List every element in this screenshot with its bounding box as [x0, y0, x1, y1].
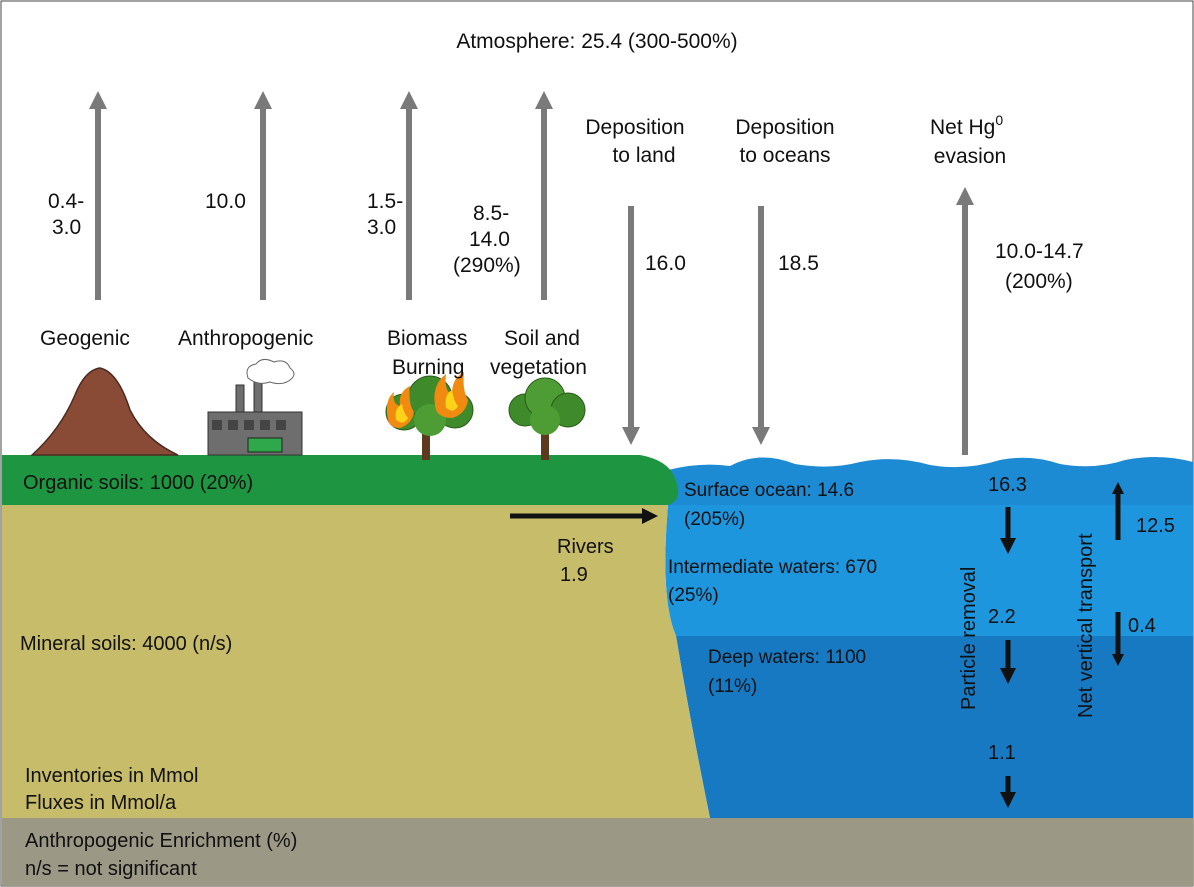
intermediate-label-2: (25%): [668, 585, 719, 606]
geogenic-flux-2: 3.0: [52, 216, 81, 239]
rivers-flux: 1.9: [560, 564, 588, 586]
deposition-land-flux: 16.0: [645, 252, 686, 275]
particle-flux-1: 16.3: [988, 474, 1027, 496]
black-arrows: [510, 481, 1125, 809]
soilveg-label-1: Soil and: [504, 327, 580, 350]
tree-icon: [508, 377, 586, 460]
evasion-flux-1: 10.0-14.7: [995, 240, 1084, 263]
atmosphere-label: Atmosphere: 25.4 (300-500%): [456, 30, 737, 53]
land: [2, 455, 1193, 886]
geogenic-flux-1: 0.4-: [48, 190, 84, 213]
mineral-soil-layer: [2, 505, 710, 818]
deposition-ocean-label-1: Deposition: [735, 116, 834, 139]
vertical-flux-1: 12.5: [1136, 515, 1175, 537]
legend-line-1: Inventories in Mmol: [25, 765, 198, 787]
emission-arrows: [89, 91, 974, 455]
biomass-flux-1: 1.5-: [367, 190, 403, 213]
biomass-label-1: Biomass: [387, 327, 468, 350]
biomass-label-2: Burning: [392, 356, 464, 379]
surface-ocean-label-2: (205%): [684, 509, 745, 530]
organic-soils-label: Organic soils: 1000 (20%): [23, 472, 253, 494]
organic-soil-layer: [2, 455, 679, 505]
mineral-soils-label: Mineral soils: 4000 (n/s): [20, 633, 232, 655]
soilveg-flux-1: 8.5-: [473, 202, 509, 225]
particle-removal-label: Particle removal: [958, 567, 980, 710]
evasion-flux-2: (200%): [1005, 270, 1073, 293]
deep-ocean-layer: [676, 636, 1193, 818]
ocean: [665, 456, 1193, 818]
soilveg-flux-2: 14.0: [469, 228, 510, 251]
evasion-label-1: Net Hg0: [930, 112, 1003, 139]
factory-icon: [207, 358, 303, 456]
burning-tree-icon: [385, 372, 474, 460]
legend-line-2: Fluxes in Mmol/a: [25, 792, 177, 814]
surface-ocean-layer: [668, 456, 1193, 505]
net-vertical-transport-label: Net vertical transport: [1075, 533, 1097, 718]
soilveg-label-2: vegetation: [490, 356, 587, 379]
deposition-land-label-1: Deposition: [585, 116, 684, 139]
vertical-flux-2: 0.4: [1128, 615, 1156, 637]
intermediate-ocean-layer: [665, 505, 1193, 636]
biomass-flux-2: 3.0: [367, 216, 396, 239]
deep-label-1: Deep waters: 1100: [708, 647, 866, 668]
particle-flux-3: 1.1: [988, 742, 1016, 764]
particle-flux-2: 2.2: [988, 606, 1016, 628]
deposition-land-label-2: to land: [612, 144, 675, 167]
evasion-label-2: evasion: [934, 145, 1006, 168]
geogenic-label: Geogenic: [40, 327, 130, 350]
anthropogenic-flux: 10.0: [205, 190, 246, 213]
deposition-ocean-label-2: to oceans: [739, 144, 830, 167]
rivers-label: Rivers: [557, 536, 614, 558]
anthropogenic-label: Anthropogenic: [178, 327, 313, 350]
surface-ocean-label-1: Surface ocean: 14.6: [684, 480, 854, 501]
bedrock-layer: [2, 818, 1193, 886]
intermediate-label-1: Intermediate waters: 670: [668, 557, 877, 578]
deposition-ocean-flux: 18.5: [778, 252, 819, 275]
deep-label-2: (11%): [708, 676, 757, 697]
mountain-icon: [30, 367, 179, 456]
soilveg-flux-3: (290%): [453, 254, 521, 277]
legend-line-4: n/s = not significant: [25, 858, 197, 880]
legend-line-3: Anthropogenic Enrichment (%): [25, 830, 297, 852]
